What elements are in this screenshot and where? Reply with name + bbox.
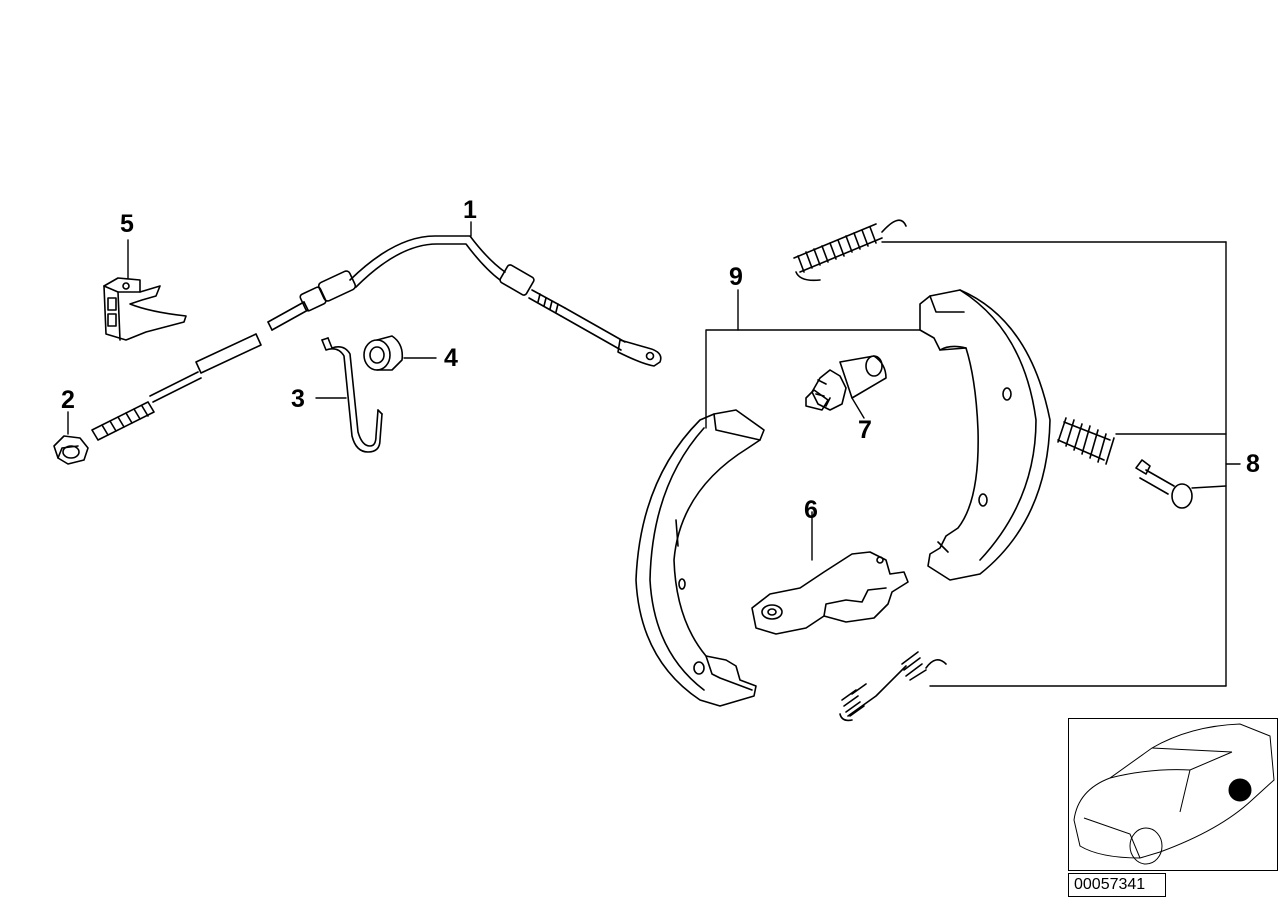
callout-2: 2 <box>61 386 75 414</box>
part-8-pin <box>1135 459 1227 509</box>
part-9-brake-shoe-right <box>705 289 1051 581</box>
callout-8: 8 <box>1246 450 1260 478</box>
part-8-spring-upper <box>793 219 1227 282</box>
part-5-clip <box>103 239 187 341</box>
callout-4: 4 <box>444 344 458 372</box>
part-8-spring-lower <box>839 241 1241 722</box>
callout-9: 9 <box>729 263 743 291</box>
part-7-adjuster <box>805 355 887 419</box>
callout-5: 5 <box>120 210 134 238</box>
reference-number: 00057341 <box>1068 873 1166 897</box>
part-6-lever <box>751 511 909 635</box>
part-4-bush <box>363 335 437 371</box>
part-9-brake-shoe-left <box>635 409 765 707</box>
callout-7: 7 <box>858 416 872 444</box>
callout-3: 3 <box>291 385 305 413</box>
part-3-bracket <box>315 337 383 453</box>
callout-1: 1 <box>463 196 477 224</box>
callout-6: 6 <box>804 496 818 524</box>
part-2-nut <box>53 411 89 465</box>
part-8-spring-middle <box>1057 417 1227 465</box>
locator-thumbnail <box>1068 718 1278 871</box>
part-1-cable <box>91 221 662 441</box>
